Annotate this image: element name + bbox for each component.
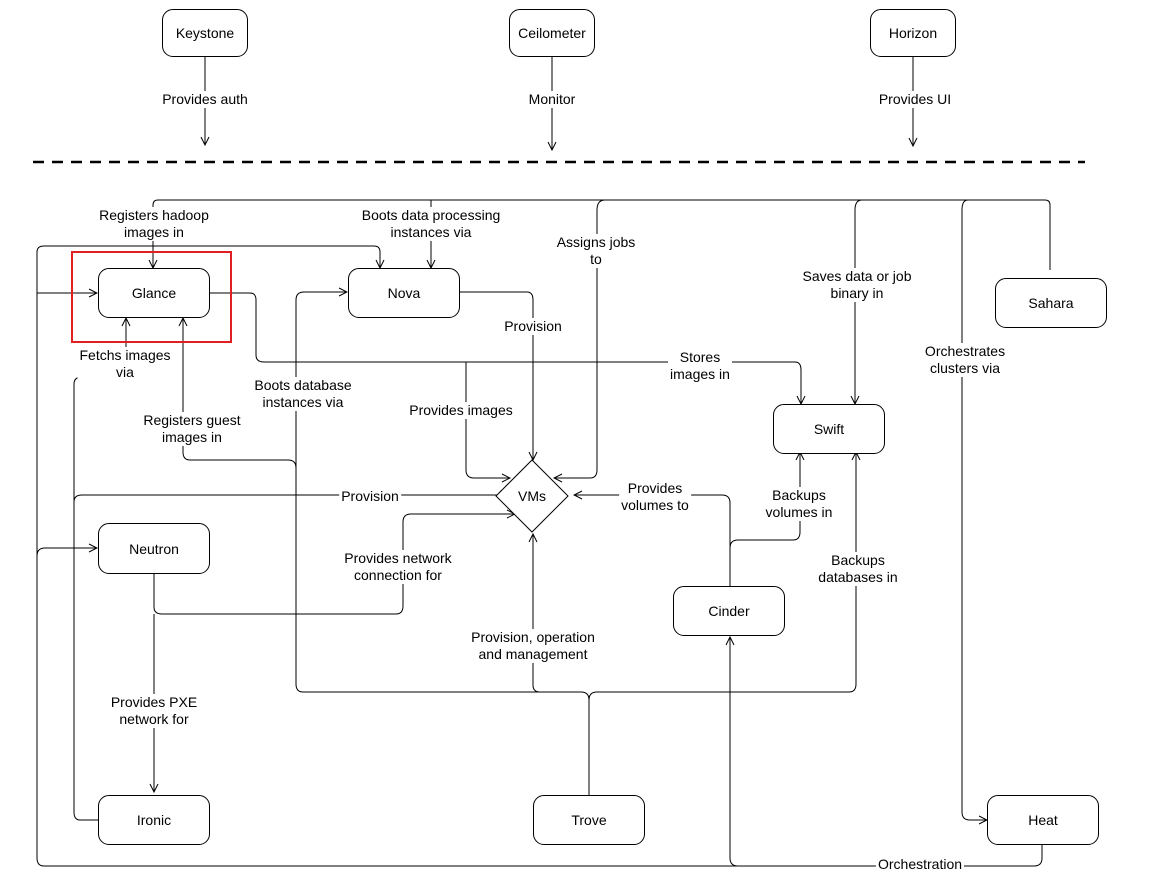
label-stores-images-2: images in	[670, 366, 730, 382]
label-provides-pxe-2: network for	[119, 711, 189, 727]
label-fetchs-images: Fetchs images via	[77, 347, 173, 381]
label-stores-images: Stores images in	[668, 349, 732, 383]
label-backups-databases-2: databases in	[818, 569, 898, 585]
label-boots-data-2: instances via	[390, 224, 472, 240]
label-backups-volumes-2: volumes in	[765, 504, 833, 520]
node-swift[interactable]: Swift	[773, 404, 885, 454]
label-provides-volumes: Provides volumes to	[619, 480, 691, 514]
edge-heat-cinder	[730, 637, 739, 867]
edge-glance-swift	[210, 292, 801, 404]
label-saves-data-2: binary in	[830, 285, 884, 301]
label-fetchs-images-1: Fetchs images	[79, 347, 171, 363]
label-provides-volumes-1: Provides	[627, 480, 683, 496]
label-saves-data: Saves data or job binary in	[800, 268, 914, 302]
label-provides-pxe-1: Provides PXE	[110, 694, 198, 710]
edge-sahara-heat	[961, 199, 987, 820]
label-backups-volumes-1: Backups	[772, 487, 826, 503]
node-horizon[interactable]: Horizon	[870, 9, 956, 57]
vms-diamond	[495, 459, 569, 533]
label-registers-hadoop-2: images in	[124, 224, 184, 240]
label-orchestration: Orchestration	[875, 856, 965, 873]
label-monitor: Monitor	[526, 91, 578, 108]
label-boots-data: Boots data processing instances via	[359, 207, 503, 241]
label-boots-database-1: Boots database	[254, 377, 352, 393]
label-stores-images-1: Stores	[679, 349, 721, 365]
label-backups-volumes: Backups volumes in	[763, 487, 835, 521]
label-provides-network: Provides network connection for	[342, 550, 454, 584]
label-provision-operation: Provision, operation and management	[469, 629, 597, 663]
label-backups-databases-1: Backups	[831, 552, 885, 568]
label-boots-database: Boots database instances via	[252, 377, 354, 411]
edge-nova-vms	[460, 291, 533, 460]
label-assigns-jobs-2: to	[590, 251, 602, 267]
edge-trove-vms	[588, 452, 856, 701]
edge-trove-bus	[295, 292, 590, 795]
node-keystone[interactable]: Keystone	[162, 9, 248, 57]
edge-cinder-swift	[729, 452, 800, 549]
edge-cinder-vms	[574, 495, 731, 586]
label-assigns-jobs: Assigns jobs to	[554, 234, 638, 268]
label-orchestrates-clusters: Orchestrates clusters via	[922, 343, 1008, 377]
label-assigns-jobs-1: Assigns jobs	[556, 234, 636, 250]
label-registers-guest-1: Registers guest	[143, 412, 241, 428]
label-provides-network-1: Provides network	[344, 550, 452, 566]
node-nova[interactable]: Nova	[348, 268, 460, 318]
node-neutron[interactable]: Neutron	[98, 523, 210, 574]
label-boots-database-2: instances via	[262, 394, 344, 410]
node-trove[interactable]: Trove	[533, 795, 645, 845]
label-boots-data-1: Boots data processing	[361, 207, 501, 223]
label-orchestrates-clusters-2: clusters via	[929, 360, 1001, 376]
edge-sahara-swift	[855, 199, 863, 404]
label-registers-hadoop: Registers hadoop images in	[97, 207, 211, 241]
label-provision-operation-2: and management	[478, 646, 588, 662]
edge-glance-vms	[465, 362, 510, 478]
label-provision-nova: Provision	[502, 318, 564, 335]
label-registers-guest-2: images in	[162, 429, 222, 445]
edge-trove-vms-up	[533, 534, 541, 693]
node-sahara[interactable]: Sahara	[995, 278, 1107, 328]
node-cinder[interactable]: Cinder	[673, 586, 785, 636]
label-orchestrates-clusters-1: Orchestrates	[924, 343, 1006, 359]
node-heat[interactable]: Heat	[987, 795, 1099, 845]
label-provides-ui: Provides UI	[876, 91, 954, 108]
edge-ironic-vms	[73, 495, 508, 503]
label-provides-auth: Provides auth	[160, 91, 250, 108]
node-ceilometer[interactable]: Ceilometer	[509, 9, 595, 57]
label-saves-data-1: Saves data or job	[802, 268, 912, 284]
label-backups-databases: Backups databases in	[816, 552, 900, 586]
label-provision-ironic: Provision	[339, 488, 401, 505]
label-provides-volumes-2: volumes to	[621, 497, 689, 513]
label-fetchs-images-2: via	[116, 364, 134, 380]
node-vms[interactable]: VMs	[518, 488, 546, 504]
node-ironic[interactable]: Ironic	[98, 795, 210, 845]
node-glance[interactable]: Glance	[98, 268, 210, 318]
edge-neutron-vms	[153, 514, 515, 615]
edge-heat-neutron	[36, 548, 97, 557]
label-registers-guest: Registers guest images in	[141, 412, 243, 446]
label-provision-operation-1: Provision, operation	[471, 629, 595, 645]
label-registers-hadoop-1: Registers hadoop	[99, 207, 209, 223]
edge-sahara-bus	[153, 199, 1051, 270]
edge-sahara-vms	[554, 199, 606, 478]
label-provides-network-2: connection for	[354, 567, 442, 583]
label-provides-images: Provides images	[407, 402, 515, 419]
label-provides-pxe: Provides PXE network for	[108, 694, 200, 728]
edge-trove-glance	[183, 318, 297, 469]
